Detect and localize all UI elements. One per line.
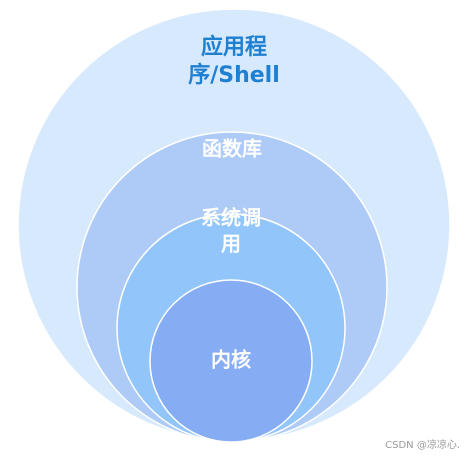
label-application-line-2: 序/Shell — [188, 62, 280, 88]
rings — [17, 8, 451, 443]
watermark: CSDN @凉凉心. — [385, 440, 460, 451]
label-syscall-line-1: 系统调 — [201, 206, 261, 230]
label-application-line-1: 应用程 — [201, 34, 267, 60]
label-library-line-1: 函数库 — [202, 137, 262, 161]
ring-kernel — [149, 279, 313, 443]
label-syscall-line-2: 用 — [221, 232, 241, 256]
label-kernel-line-1: 内核 — [211, 348, 251, 372]
